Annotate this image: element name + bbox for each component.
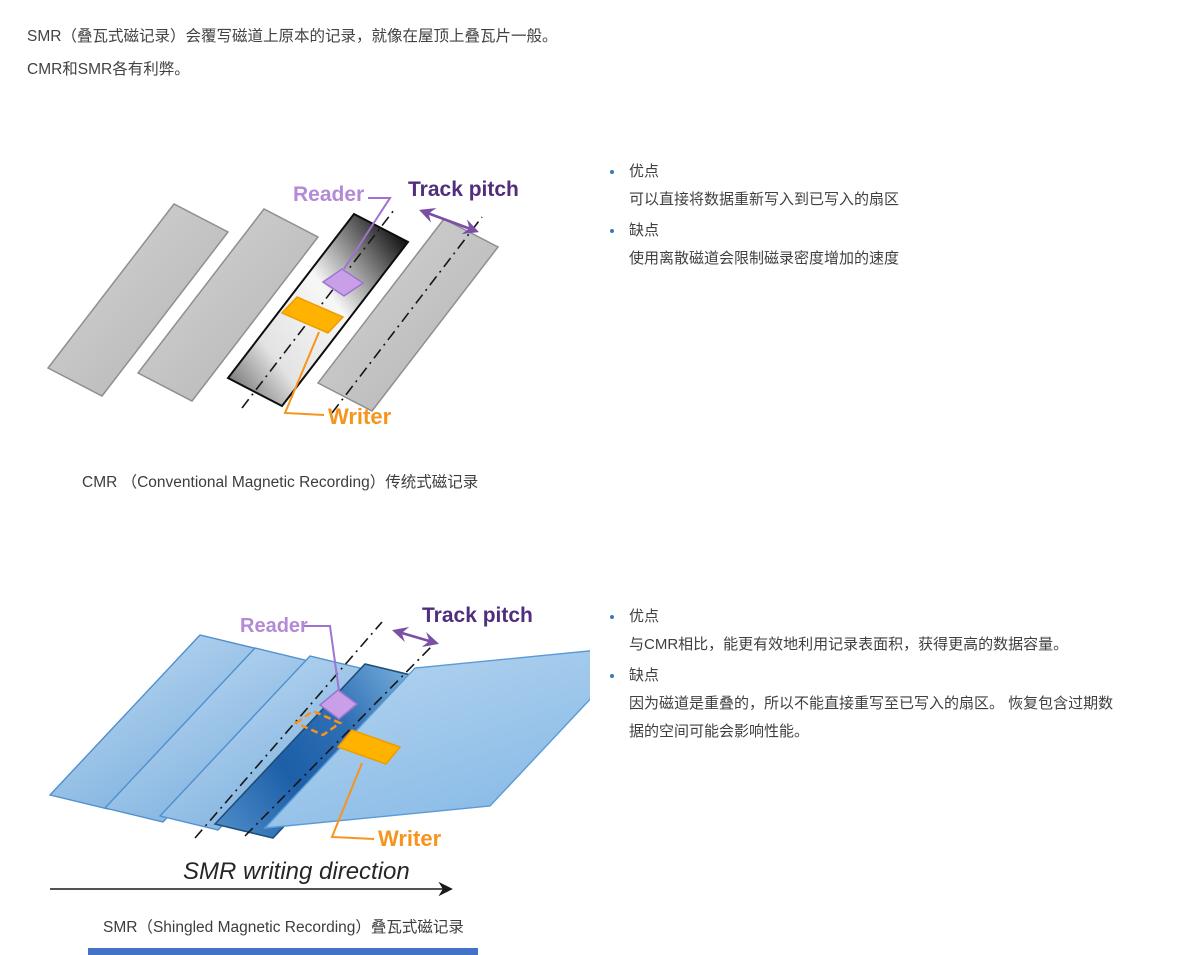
cmr-writer-label: Writer (328, 404, 392, 429)
cmr-caption: CMR （Conventional Magnetic Recording）传统式… (82, 474, 479, 491)
smr-writer-element (336, 729, 402, 765)
smr-bullet-list: 优点 与CMR相比，能更有效地利用记录表面积，获得更高的数据容量。 缺点 因为磁… (610, 603, 1122, 749)
intro-paragraph: SMR（叠瓦式磁记录）会覆写磁道上原本的记录，就像在屋顶上叠瓦片一般。 CMR和… (27, 20, 557, 86)
cmr-track-pitch-label: Track pitch (408, 178, 519, 201)
smr-figure: Reader Track pitch Writer SMR writing di… (48, 604, 590, 897)
smr-track-wide (263, 650, 590, 829)
smr-reader-connector (302, 625, 340, 692)
bullet-icon (610, 229, 614, 233)
smr-trimmed-write-outline (293, 709, 343, 737)
smr-track-pitch-label: Track pitch (422, 604, 533, 627)
intro-line-1: SMR（叠瓦式磁记录）会覆写磁道上原本的记录，就像在屋顶上叠瓦片一般。 (27, 28, 558, 45)
cmr-cons-title: 缺点 (629, 222, 660, 239)
smr-tracks (48, 634, 590, 839)
cmr-reader-element (321, 268, 365, 297)
cmr-track-pitch-arrow-icon (419, 208, 479, 234)
cmr-bullet-list: 优点 可以直接将数据重新写入到已写入的扇区 缺点 使用离散磁道会限制磁录密度增加… (610, 158, 1122, 276)
smr-boundary-line-1 (194, 621, 383, 839)
cmr-pros-desc: 可以直接将数据重新写入到已写入的扇区 (629, 191, 900, 208)
smr-pros-desc: 与CMR相比，能更有效地利用记录表面积，获得更高的数据容量。 (629, 636, 1069, 653)
smr-writing-direction-label: SMR writing direction (183, 858, 410, 885)
cmr-figure: Reader Track pitch Writer (46, 178, 519, 429)
cmr-reader-label: Reader (293, 183, 364, 206)
cmr-reader-connector (343, 197, 392, 270)
cmr-writer-connector (283, 331, 325, 416)
cmr-centerline-2 (331, 216, 483, 414)
cmr-tracks (46, 203, 500, 412)
list-item: 优点 与CMR相比，能更有效地利用记录表面积，获得更高的数据容量。 (610, 603, 1122, 659)
list-item: 缺点 使用离散磁道会限制磁录密度增加的速度 (610, 217, 1122, 273)
smr-pros-title: 优点 (629, 608, 660, 625)
bullet-icon (610, 615, 614, 619)
smr-caption: SMR（Shingled Magnetic Recording）叠瓦式磁记录 (103, 919, 464, 936)
cmr-writer-element (280, 296, 345, 334)
smr-reader-label: Reader (240, 615, 308, 637)
smr-writer-connector (330, 762, 375, 840)
smr-writer-label: Writer (378, 826, 442, 851)
list-item: 缺点 因为磁道是重叠的，所以不能直接重写至已写入的扇区。 恢复包含过期数据的空间… (610, 662, 1122, 746)
cmr-track-1 (46, 203, 230, 397)
smr-track-pitch-arrow-icon (392, 627, 439, 647)
bullet-icon (610, 170, 614, 174)
bottom-blue-bar (88, 948, 478, 955)
cmr-track-2 (136, 208, 320, 402)
bullet-icon (610, 674, 614, 678)
smr-cons-title: 缺点 (629, 667, 660, 684)
list-item: 优点 可以直接将数据重新写入到已写入的扇区 (610, 158, 1122, 214)
cmr-pros-title: 优点 (629, 163, 660, 180)
smr-cons-desc: 因为磁道是重叠的，所以不能直接重写至已写入的扇区。 恢复包含过期数据的空间可能会… (629, 695, 1114, 740)
intro-line-2: CMR和SMR各有利弊。 (27, 61, 190, 78)
cmr-cons-desc: 使用离散磁道会限制磁录密度增加的速度 (629, 250, 900, 267)
smr-reader-element (318, 689, 359, 720)
